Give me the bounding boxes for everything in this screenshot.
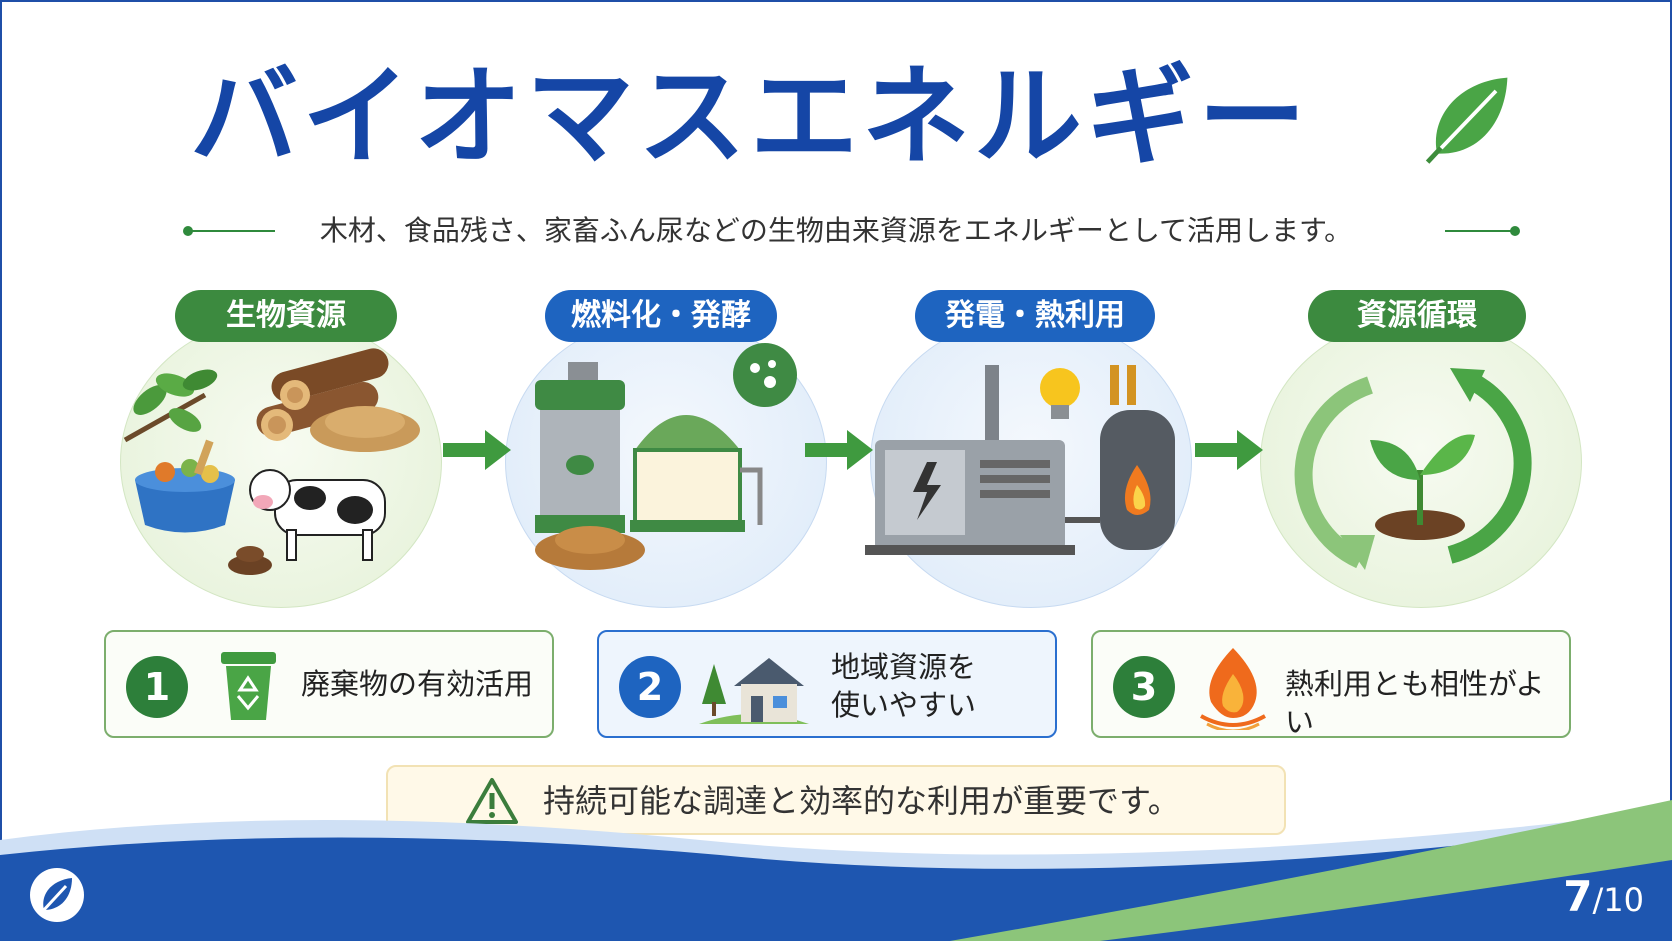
manure-icon: [228, 546, 272, 575]
stage-label-power: 発電・熱利用: [915, 290, 1155, 342]
stage-label-cycle: 資源循環: [1308, 290, 1526, 342]
fermentation-illustration: [535, 343, 797, 570]
stage-label-biomass: 生物資源: [175, 290, 397, 342]
flow-arrow-1: [443, 430, 511, 470]
fuel-tank-icon: [535, 362, 625, 533]
feature-number-2: 2: [619, 656, 681, 718]
subtitle-line-right: [1445, 230, 1515, 232]
notice-box: 持続可能な調達と効率的な利用が重要です。: [386, 765, 1286, 835]
digester-dome-icon: [630, 415, 763, 532]
cow-icon: [249, 469, 386, 561]
sprout-icon: [1370, 434, 1475, 540]
recycle-bin-icon: [221, 652, 276, 720]
feature-box-3: 3 熱利用とも相性がよい: [1091, 630, 1571, 739]
page-number: 7/10: [1563, 872, 1644, 931]
biomass-illustration: [123, 348, 420, 575]
subtitle: 木材、食品残さ、家畜ふん尿などの生物由来資源をエネルギーとして活用します。: [319, 214, 1353, 247]
page-total: /10: [1592, 881, 1645, 919]
village-house-icon: [699, 658, 809, 724]
feature-number-3: 3: [1113, 656, 1175, 718]
warning-icon: [466, 778, 518, 824]
feature-text-3: 熱利用とも相性がよい: [1285, 667, 1545, 739]
generator-icon: [865, 365, 1075, 555]
flow-arrow-3: [1195, 430, 1263, 470]
subtitle-line-left: [190, 230, 275, 232]
footer-wave: [0, 800, 1672, 941]
subtitle-row: 木材、食品残さ、家畜ふん尿などの生物由来資源をエネルギーとして活用します。: [0, 205, 1672, 255]
light-bulb-icon: [1040, 368, 1080, 419]
flame-icon: [1200, 648, 1266, 730]
cycle-arrows-icon: [1294, 368, 1532, 570]
subtitle-dot-right: [1510, 226, 1520, 236]
stage-label-fuel: 燃料化・発酵: [545, 290, 777, 342]
boiler-icon: [1065, 365, 1175, 550]
food-waste-bowl-icon: [135, 439, 235, 533]
feature-number-1: 1: [126, 656, 188, 718]
leaf-icon: [1425, 77, 1508, 164]
wood-pellets-icon: [310, 406, 420, 452]
feature-text-2-line1: 地域資源を: [831, 650, 977, 684]
logo-leaf-icon: [30, 868, 84, 922]
feature-text-2-line2: 使いやすい: [831, 688, 977, 722]
feature-box-2: 2 地域資源を 使いやすい: [597, 630, 1057, 738]
gas-bubble-icon: [733, 343, 797, 407]
feature-text-1: 廃棄物の有効活用: [301, 667, 534, 701]
cycle-illustration: [1294, 368, 1532, 570]
feature-box-1: 1 廃棄物の有効活用: [104, 630, 554, 738]
page-title: バイオマスエネルギー: [189, 55, 1310, 180]
subtitle-dot-left: [183, 226, 193, 236]
page-current: 7: [1563, 872, 1593, 921]
pellet-pile-icon: [535, 526, 645, 570]
logs-icon: [256, 348, 389, 441]
power-plant-illustration: [865, 365, 1175, 555]
flow-arrow-2: [805, 430, 873, 470]
branch-leaves-icon: [123, 369, 218, 443]
notice-text: 持続可能な調達と効率的な利用が重要です。: [543, 782, 1180, 820]
